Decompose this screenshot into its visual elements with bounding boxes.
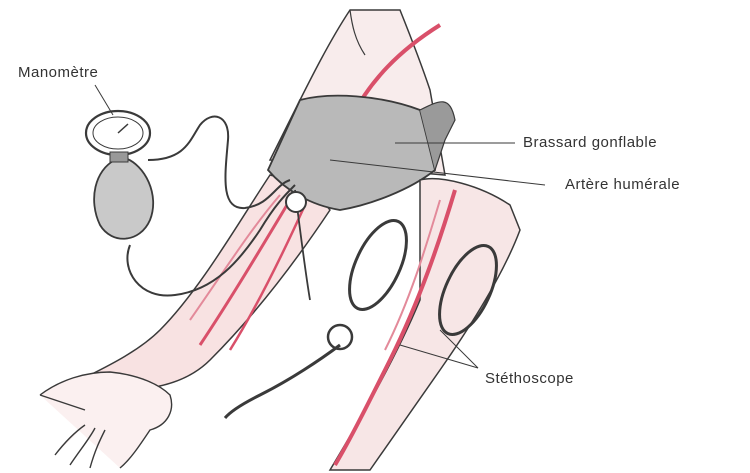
right-arm xyxy=(330,179,520,470)
bulb-valve xyxy=(110,152,128,162)
cuff-connector xyxy=(286,192,306,212)
stethoscope-tube xyxy=(225,345,340,418)
stethoscope-label: Stéthoscope xyxy=(485,370,574,387)
artery-label: Artère humérale xyxy=(565,176,680,193)
manometer-leader xyxy=(95,85,113,115)
manometer-label: Manomètre xyxy=(18,64,98,81)
cuff-label: Brassard gonflable xyxy=(523,134,657,151)
hand xyxy=(40,372,172,468)
inflation-bulb xyxy=(94,158,153,239)
